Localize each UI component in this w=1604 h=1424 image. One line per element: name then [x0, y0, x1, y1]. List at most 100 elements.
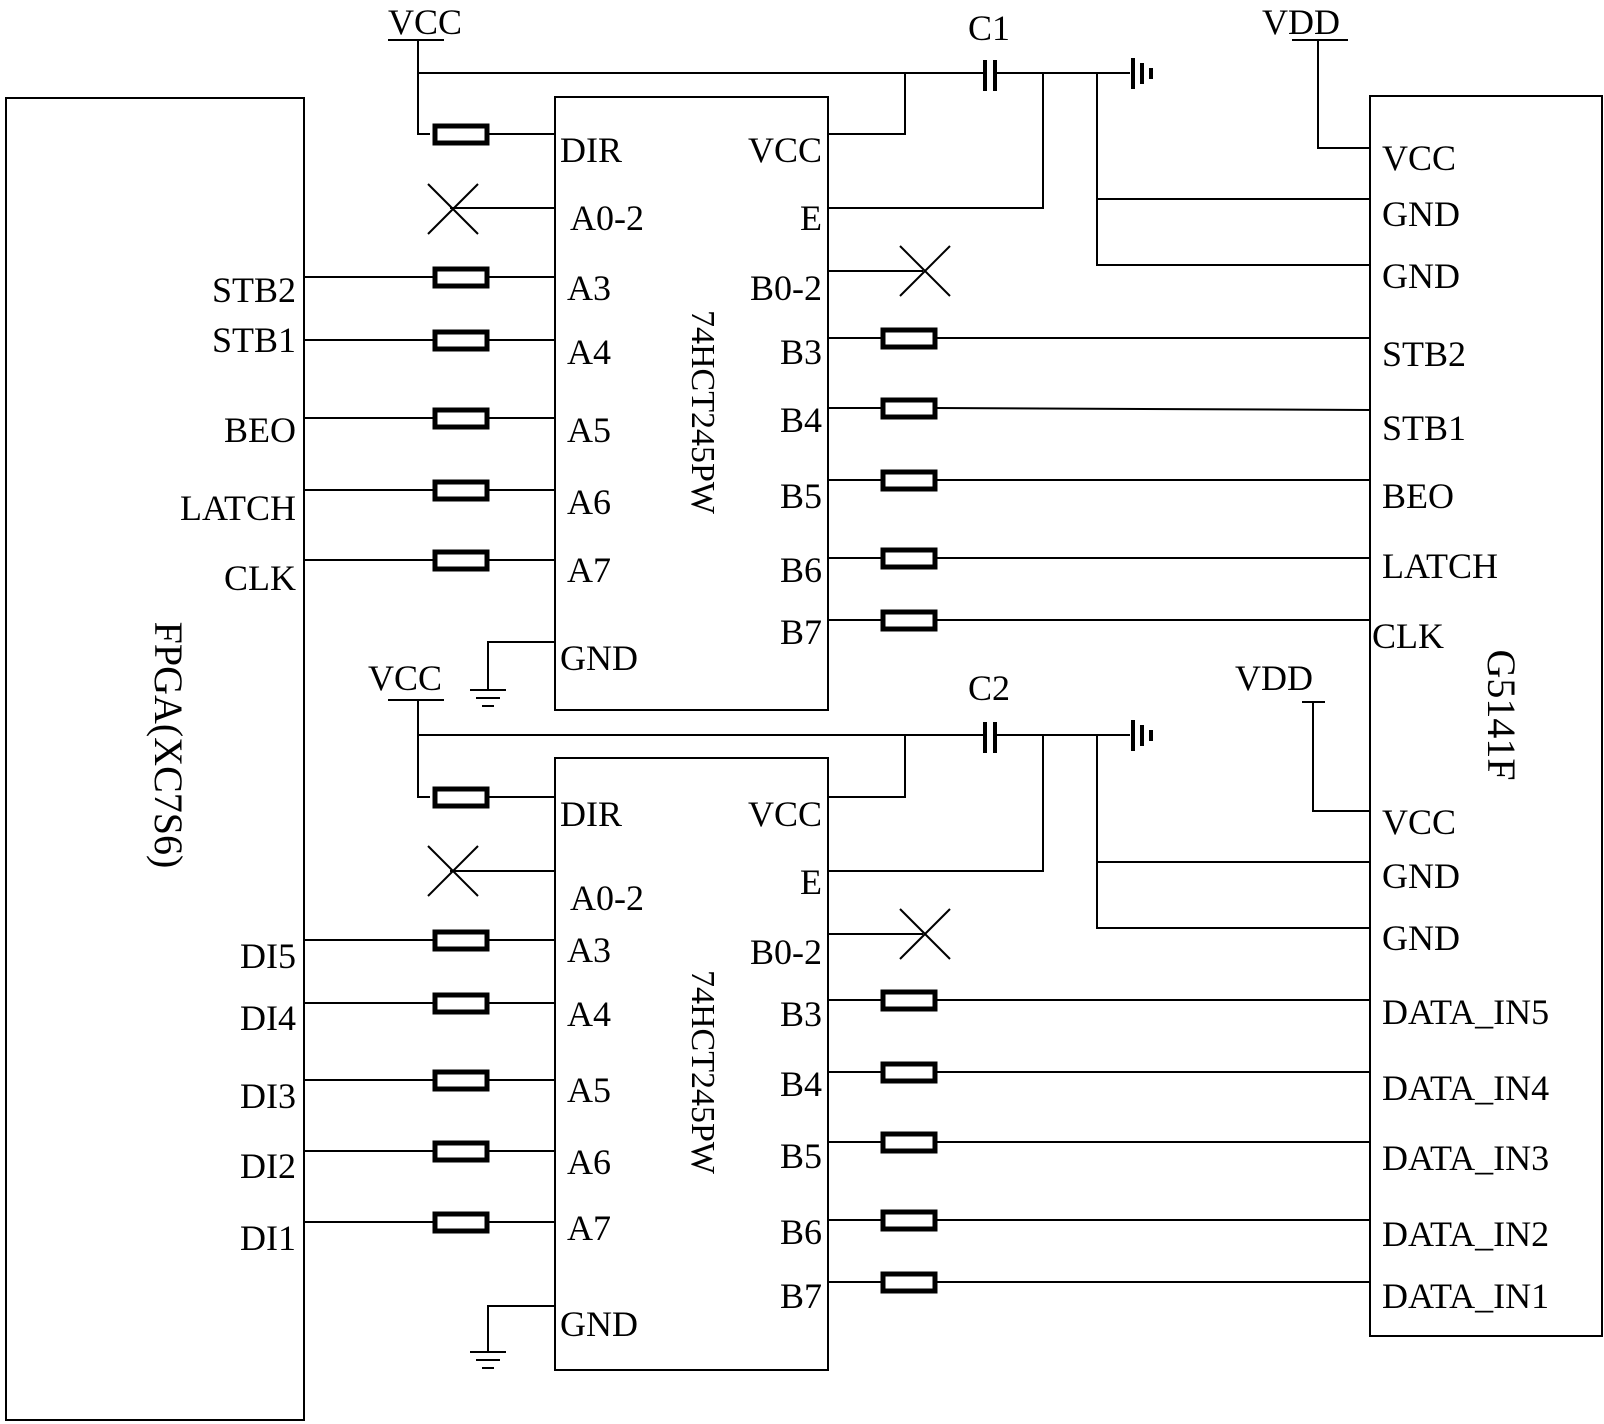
fpga-signal-label: DI4: [240, 998, 296, 1038]
driver-signal-wire: [934, 407, 1371, 411]
cap-1-label: C1: [968, 8, 1010, 48]
driver-pin-label: GND: [1382, 918, 1460, 958]
series-resistor-b: [880, 327, 938, 350]
driver-pin-label: STB2: [1382, 334, 1466, 374]
driver-pin-label: BEO: [1382, 476, 1454, 516]
ic2-left-pin-label: A3: [567, 930, 611, 970]
driver-pin-label: DATA_IN5: [1382, 992, 1549, 1032]
driver-block: G5141F: [1369, 95, 1603, 1337]
ic1-right-pin-label: B4: [780, 400, 822, 440]
ic1-left-pin-label: A0-2: [570, 198, 644, 238]
series-resistor-a: [432, 1069, 490, 1092]
ic1-right-pin-label: B6: [780, 550, 822, 590]
series-resistor-a: [432, 479, 490, 502]
series-resistor-a: [432, 549, 490, 572]
ic1-vcc-wire: [828, 73, 906, 135]
ic1-left-pin-label: DIR: [560, 130, 622, 170]
ic1-left-pin-label: A4: [567, 332, 611, 372]
ic2-right-pin-label: B5: [780, 1136, 822, 1176]
ic2-gnd-wire: [487, 1305, 555, 1352]
ic2-right-pin-label: B3: [780, 994, 822, 1034]
ic2-left-pin-label: GND: [560, 1304, 638, 1344]
driver-gnd-wire-1b: [1096, 73, 1370, 266]
driver-box: [1369, 95, 1603, 1337]
fpga-block: FPGA(XC7S6): [5, 97, 305, 1421]
series-resistor-b: [880, 397, 938, 420]
series-resistor-b: [880, 1061, 938, 1084]
ic2-right-pin-label: B6: [780, 1212, 822, 1252]
ic2-left-pin-label: A5: [567, 1070, 611, 1110]
series-resistor-b: [880, 1131, 938, 1154]
fpga-box: [5, 97, 305, 1421]
ic1-gnd-wire: [487, 641, 555, 690]
vdd-label-1: VDD: [1262, 2, 1340, 42]
ic1-left-pin-label: A3: [567, 268, 611, 308]
vcc-label-2: VCC: [368, 658, 442, 698]
ic1-left-pin-label: A5: [567, 410, 611, 450]
fpga-signal-label: BEO: [224, 410, 296, 450]
series-resistor-a: [432, 266, 490, 289]
ic2-left-pin-label: A4: [567, 994, 611, 1034]
driver-label: G5141F: [1479, 649, 1524, 780]
series-resistor-a: [432, 1211, 490, 1234]
series-resistor-b: [880, 989, 938, 1012]
vdd-to-driver-wire-2: [1312, 702, 1370, 812]
fpga-signal-label: DI1: [240, 1218, 296, 1258]
driver-pin-label: VCC: [1382, 802, 1456, 842]
buffer-2-part-label: 74HCT245PW: [684, 970, 721, 1175]
buffer-section-2: 74HCT245PW VCC C2 VDD: [368, 658, 1370, 1371]
ic2-right-pin-label: B4: [780, 1064, 822, 1104]
series-resistor-a: [432, 929, 490, 952]
driver-pin-label: VCC: [1382, 138, 1456, 178]
ic2-right-pin-label: VCC: [748, 794, 822, 834]
driver-pin-label: LATCH: [1382, 546, 1498, 586]
driver-pin-label: GND: [1382, 256, 1460, 296]
driver-gnd-wire-2b: [1096, 735, 1370, 929]
buffer-2-box: [554, 757, 829, 1371]
nc-mark-a-2b: [427, 845, 479, 897]
buffer-section-1: 74HCT245PW VCC C1 VDD: [388, 2, 1370, 711]
cap-2-label: C2: [968, 668, 1010, 708]
driver-pin-label: CLK: [1372, 616, 1444, 656]
driver-pin-label: DATA_IN1: [1382, 1276, 1549, 1316]
ic1-right-pin-label: B0-2: [750, 268, 822, 308]
ic2-right-pin-label: B7: [780, 1276, 822, 1316]
fpga-signal-label: DI3: [240, 1076, 296, 1116]
resistor-dir-2: [432, 786, 490, 809]
ic1-left-pin-label: A6: [567, 482, 611, 522]
fpga-signal-label: STB2: [212, 270, 296, 310]
ic2-left-pin-label: A7: [567, 1208, 611, 1248]
fpga-signal-label: DI2: [240, 1146, 296, 1186]
driver-pin-label: STB1: [1382, 408, 1466, 448]
ic1-right-pin-label: B3: [780, 332, 822, 372]
ic1-left-pin-label: GND: [560, 638, 638, 678]
series-resistor-b: [880, 547, 938, 570]
resistor-dir-1: [432, 123, 490, 146]
series-resistor-a: [432, 407, 490, 430]
ic2-left-pin-label: A6: [567, 1142, 611, 1182]
nc-mark-b-2b: [899, 908, 951, 960]
ic1-right-pin-label: VCC: [748, 130, 822, 170]
ic2-left-pin-label: A0-2: [570, 878, 644, 918]
series-resistor-b: [880, 609, 938, 632]
nc-mark-b-1b: [899, 245, 951, 297]
fpga-signal-label: CLK: [224, 558, 296, 598]
series-resistor-a: [432, 329, 490, 352]
nc-mark-a-1b: [427, 183, 479, 235]
driver-pin-label: GND: [1382, 856, 1460, 896]
vcc-to-dir-wire-2: [417, 700, 430, 798]
vdd-to-driver-wire-1: [1317, 40, 1370, 149]
vcc-label-1: VCC: [388, 2, 462, 42]
ic1-left-pin-label: A7: [567, 550, 611, 590]
ic2-left-pin-label: DIR: [560, 794, 622, 834]
fpga-signal-label: STB1: [212, 320, 296, 360]
buffer-1-part-label: 74HCT245PW: [684, 310, 721, 515]
series-resistor-a: [432, 1140, 490, 1163]
ic1-right-pin-label: E: [800, 198, 822, 238]
driver-pin-label: DATA_IN4: [1382, 1068, 1549, 1108]
series-resistor-b: [880, 469, 938, 492]
series-resistor-b: [880, 1271, 938, 1294]
series-resistor-b: [880, 1209, 938, 1232]
